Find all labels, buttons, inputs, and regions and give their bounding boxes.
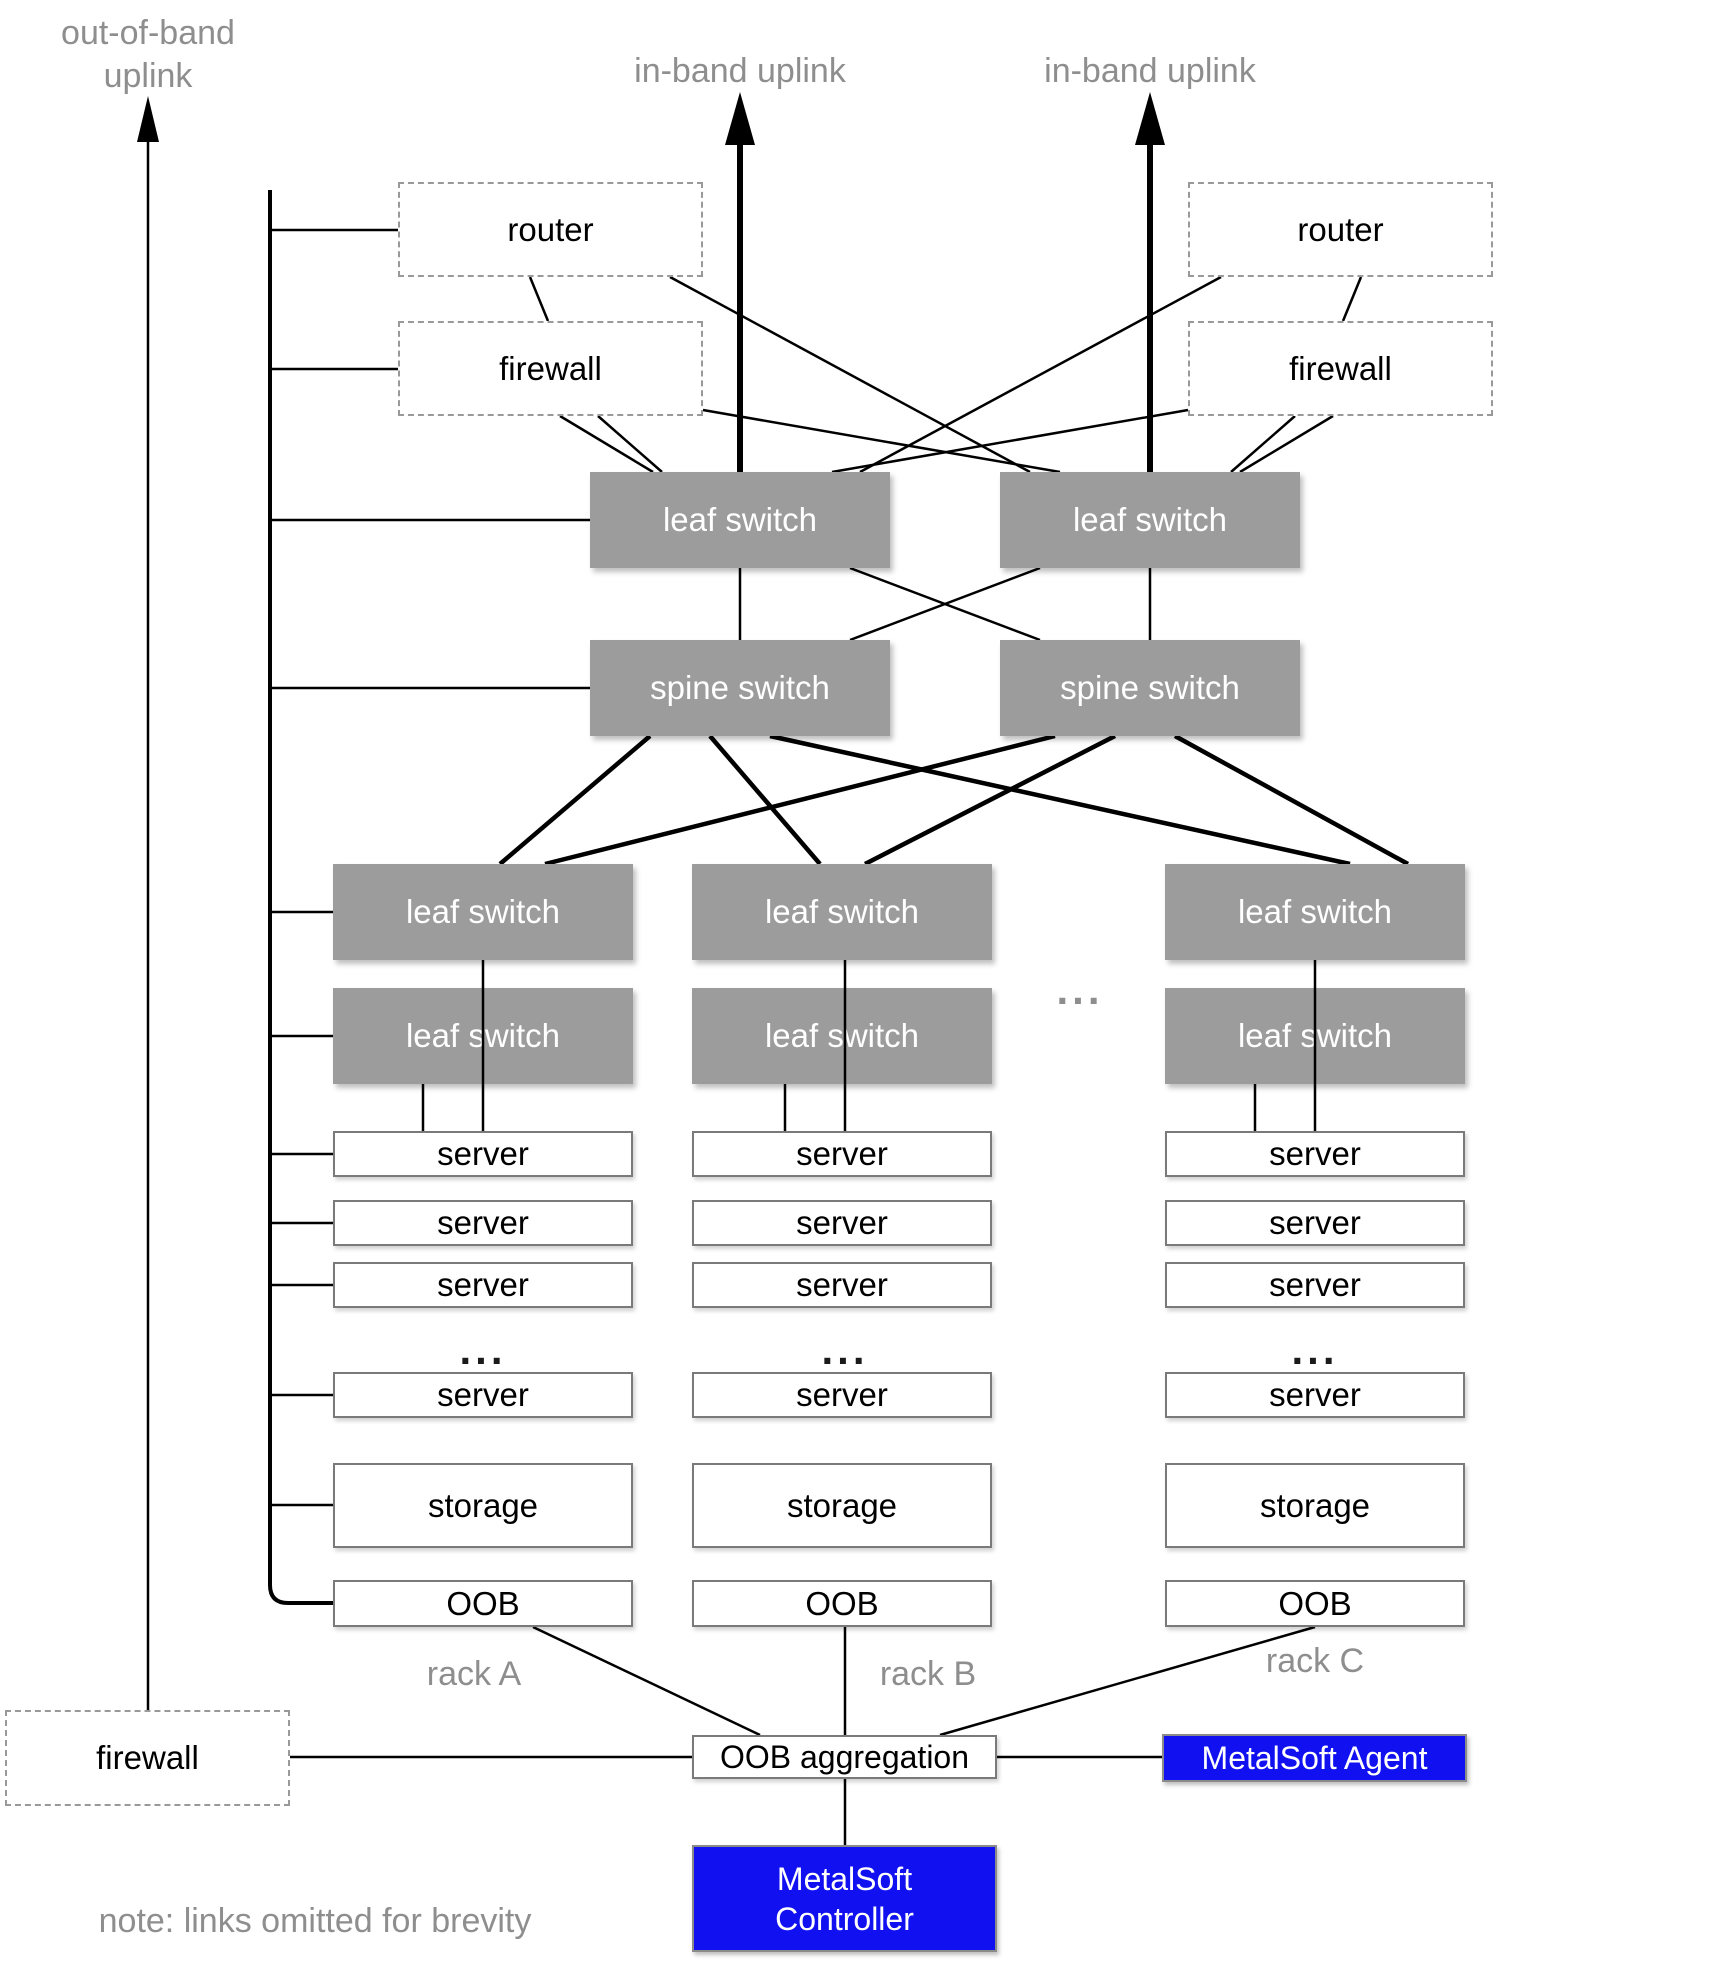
oob-bus-line [268,190,333,1605]
metalsoft-controller-line1: MetalSoft [776,1860,913,1897]
rack-c-server-4: server [1165,1372,1465,1418]
rack-a-server-2: server [333,1200,633,1246]
rack-b-server-3: server [692,1262,992,1308]
rack-a-leaf-switch-1: leaf switch [333,864,633,960]
rack-c-leaf-switch-1: leaf switch [1165,864,1465,960]
note-label: note: links omitted for brevity [98,1902,532,1940]
rack-c-oob: OOB [1165,1580,1465,1627]
oob-uplink-label: out-of-band uplink [28,12,268,97]
rack-b-server-2: server [692,1200,992,1246]
rack-a-oob: OOB [333,1580,633,1627]
rack-b-server-4: server [692,1372,992,1418]
rack-c-server-3: server [1165,1262,1465,1308]
oob-uplink-label-line2: uplink [103,56,193,95]
inband-uplink-label-left: in-band uplink [634,52,846,90]
firewall-right: firewall [1188,321,1493,416]
metalsoft-agent: MetalSoft Agent [1162,1734,1467,1782]
router-left: router [398,182,703,277]
rack-a-server-3: server [333,1262,633,1308]
agg-leaf-switch-left: leaf switch [590,472,890,568]
rack-a-leaf-switch-2: leaf switch [333,988,633,1084]
rack-a-servers-ellipsis: ... [459,1326,507,1373]
metalsoft-controller: MetalSoft Controller [692,1845,997,1952]
rack-b-label: rack B [879,1655,977,1693]
rack-b-leaf-switch-2: leaf switch [692,988,992,1084]
in-band-uplink-arrow-left [725,92,755,472]
out-of-band-uplink-arrow [137,96,159,1710]
agg-leaf-switch-right: leaf switch [1000,472,1300,568]
spine-switch-left: spine switch [590,640,890,736]
in-band-uplink-arrow-right [1135,92,1165,472]
rack-c-leaf-switch-2: leaf switch [1165,988,1465,1084]
spine-switch-right: spine switch [1000,640,1300,736]
rack-a-server-4: server [333,1372,633,1418]
bottom-firewall: firewall [5,1710,290,1806]
edge-leaf-spine-mesh [738,566,1152,642]
rack-c-storage: storage [1165,1463,1465,1548]
rack-b-storage: storage [692,1463,992,1548]
oob-uplink-label-line1: out-of-band [61,14,235,52]
firewall-left: firewall [398,321,703,416]
metalsoft-controller-line2: Controller [775,1900,914,1937]
rack-c-label: rack C [1265,1642,1365,1680]
rack-c-servers-ellipsis: ... [1291,1326,1339,1373]
rack-b-servers-ellipsis: ... [821,1326,869,1373]
rack-b-oob: OOB [692,1580,992,1627]
rack-b-server-1: server [692,1131,992,1177]
rack-a-server-1: server [333,1131,633,1177]
rack-a-storage: storage [333,1463,633,1548]
rack-b-leaf-switch-1: leaf switch [692,864,992,960]
rack-a-label: rack A [426,1655,522,1693]
router-right: router [1188,182,1493,277]
inband-uplink-label-right: in-band uplink [1044,52,1256,90]
racks-ellipsis: ... [1056,966,1104,1013]
rack-c-server-2: server [1165,1200,1465,1246]
oob-aggregation: OOB aggregation [692,1735,997,1779]
rack-c-server-1: server [1165,1131,1465,1177]
edge-spine-rack-fan [498,733,1410,867]
